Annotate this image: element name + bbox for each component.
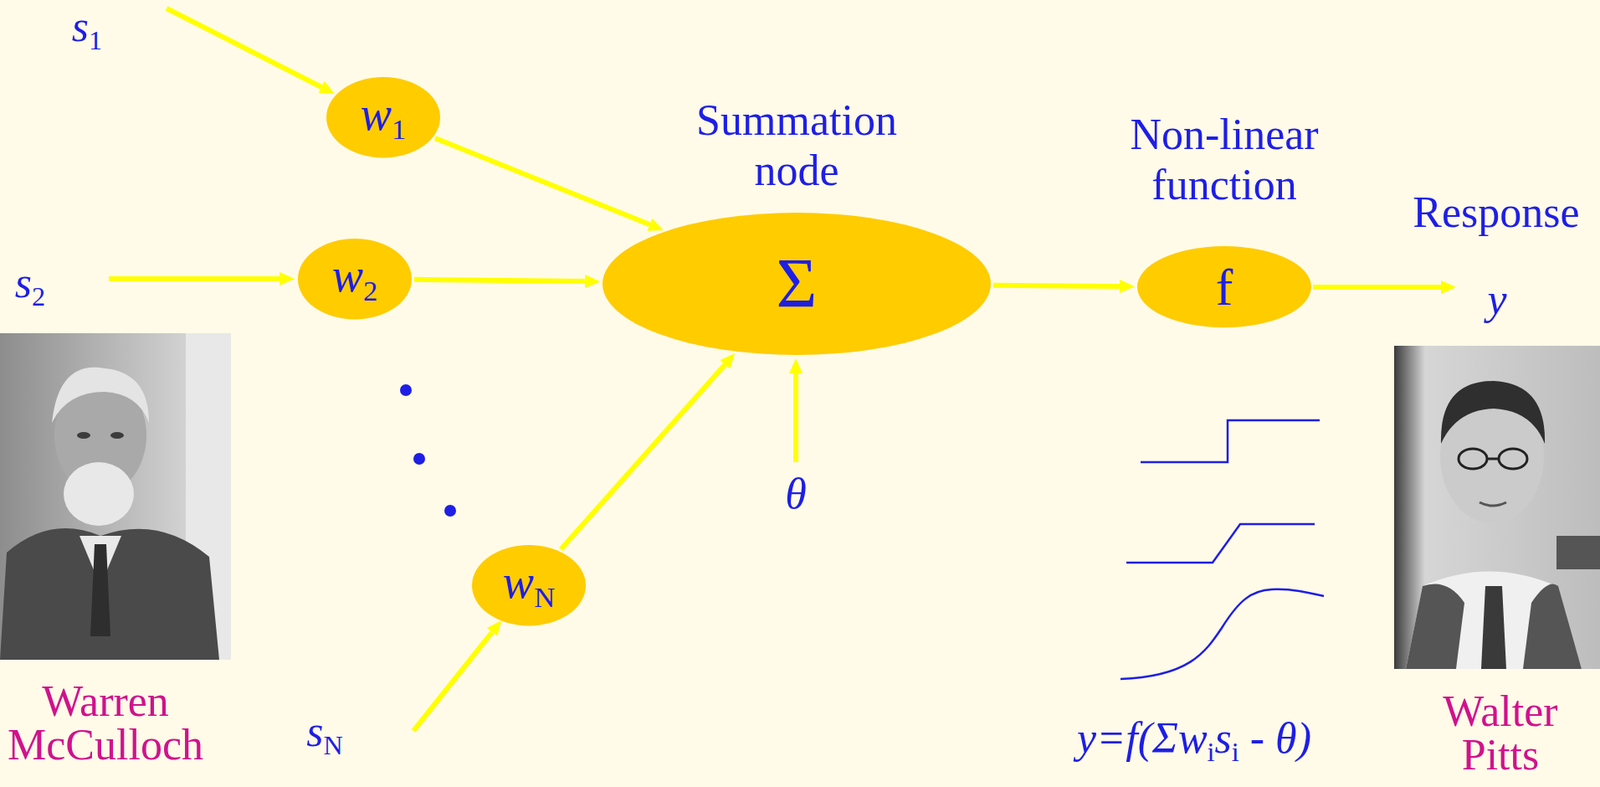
shirt (1405, 571, 1582, 670)
text-run: y=f(Σw (1076, 713, 1208, 762)
beard (63, 461, 134, 526)
input-signal-label: sN (306, 706, 344, 761)
threshold-label: θ (784, 468, 807, 519)
subscript-run: N (323, 728, 343, 759)
text-run: w (502, 555, 534, 608)
signal-arrow (435, 138, 651, 225)
photo-shelf (1556, 535, 1600, 570)
glasses (1458, 448, 1488, 469)
text-run: Walter Pitts (1442, 687, 1558, 779)
dot (413, 452, 426, 465)
subscript-run: 1 (391, 112, 406, 146)
node-text: wN (502, 556, 555, 614)
signal-arrow (993, 285, 1120, 287)
subscript-run: N (533, 580, 555, 614)
hair (51, 367, 149, 423)
text-run: θ (784, 469, 807, 518)
node-text: w2 (332, 250, 379, 308)
photo-ground (1394, 345, 1600, 669)
dot (444, 504, 457, 517)
connectors (414, 138, 1120, 549)
text-run: - θ) (1239, 713, 1312, 762)
text-run: Summation node (696, 96, 898, 195)
weight-node: w2 (297, 238, 412, 319)
portrait-mcculloch (0, 333, 231, 660)
input-wire (413, 631, 493, 731)
signal-arrow (560, 364, 725, 549)
ellipse-fill (471, 544, 586, 626)
node-heading: Summation node (683, 95, 910, 196)
text-run: f (1215, 258, 1234, 316)
text-run: w (332, 249, 364, 302)
text-run: s (15, 258, 32, 307)
text-run: Warren McCulloch (7, 676, 204, 769)
text-run: s (1215, 713, 1232, 762)
person-name: Walter Pitts (1416, 689, 1585, 777)
subscript-run: 2 (31, 280, 46, 311)
ellipse-fill (1137, 246, 1312, 328)
jacket (1405, 584, 1465, 670)
text-run: Σ (776, 244, 818, 323)
activation-formula: y=f(Σwisi - θ) (1076, 712, 1312, 768)
ramp-function-plot (1126, 523, 1315, 563)
text-run: s (306, 707, 324, 755)
tie (90, 543, 111, 636)
person-name: Warren McCulloch (0, 679, 211, 767)
input-wire (108, 276, 280, 282)
ellipsis-dots (400, 384, 457, 517)
activation-sketches (1120, 420, 1324, 679)
output-symbol: y (1487, 274, 1507, 325)
node-text: f (1215, 258, 1234, 316)
eye (76, 431, 91, 439)
subscript-run: i (1231, 735, 1240, 766)
ellipse-fill (602, 212, 991, 355)
eye (110, 431, 124, 439)
text-run: Response (1412, 188, 1580, 236)
ellipse-fill (326, 76, 441, 158)
wires (108, 8, 1442, 731)
hair (1441, 380, 1545, 444)
text-run: y (1487, 275, 1507, 324)
threshold-wire (793, 373, 799, 462)
text-run: Non-linear function (1129, 110, 1318, 209)
mouth (1479, 502, 1507, 506)
jacket (1523, 584, 1582, 670)
node-heading: Non-linear function (1119, 109, 1329, 211)
text-run: w (360, 87, 392, 140)
input-wire (166, 8, 322, 88)
suit (0, 528, 220, 660)
portrait-pitts (1394, 345, 1600, 669)
weight-node: w1 (326, 76, 441, 158)
input-signal-label: s1 (71, 1, 103, 57)
dot (400, 384, 412, 396)
sigmoid-function-plot (1120, 589, 1324, 679)
ellipse-fill (297, 238, 412, 319)
node-text: Σ (776, 245, 818, 323)
subscript-run: 2 (363, 274, 378, 308)
subscript-run: 1 (88, 24, 103, 55)
weight-node: wN (471, 544, 586, 626)
input-signal-label: s2 (15, 257, 46, 313)
signal-arrow (414, 279, 585, 282)
output-heading: Response (1412, 187, 1580, 238)
glasses-bridge (1487, 457, 1499, 461)
glasses (1498, 448, 1528, 469)
tie (1481, 585, 1507, 669)
step-function-plot (1140, 420, 1320, 462)
nonlinear-function-node: Non-linear functionf (1137, 246, 1312, 328)
output-wire (1312, 284, 1442, 290)
subscript-run: i (1207, 735, 1216, 766)
text-run: s (71, 2, 89, 51)
summation-node: Summation nodeΣ (602, 212, 991, 355)
node-text: w1 (360, 88, 407, 146)
photo-ground (0, 333, 231, 660)
